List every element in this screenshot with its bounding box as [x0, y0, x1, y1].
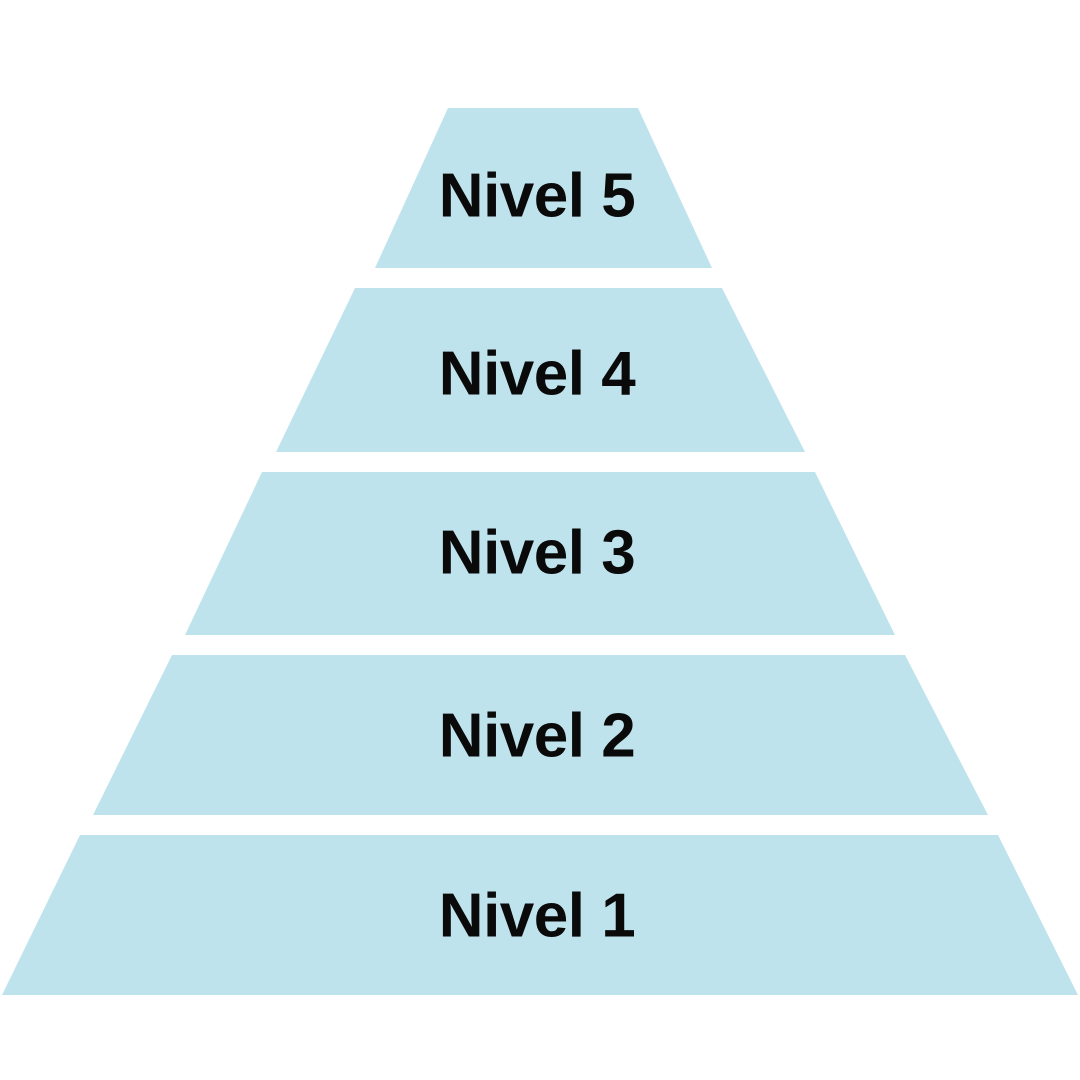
pyramid-tier-2[interactable]: Nivel 2: [93, 655, 988, 815]
tier-5-shape[interactable]: [375, 108, 712, 268]
pyramid-tier-1[interactable]: Nivel 1: [2, 835, 1078, 995]
pyramid-tier-4[interactable]: Nivel 4: [276, 288, 805, 452]
tier-3-shape[interactable]: [185, 472, 895, 635]
tier-2-label: Nivel 2: [439, 701, 635, 770]
tier-2-shape[interactable]: [93, 655, 988, 815]
tier-4-label: Nivel 4: [439, 339, 636, 408]
pyramid-tier-5[interactable]: Nivel 5: [375, 108, 712, 268]
tier-1-label: Nivel 1: [439, 881, 635, 950]
tier-1-shape[interactable]: [2, 835, 1078, 995]
pyramid-tier-3[interactable]: Nivel 3: [185, 472, 895, 635]
tier-3-label: Nivel 3: [439, 518, 635, 587]
tier-5-label: Nivel 5: [439, 161, 635, 230]
tier-4-shape[interactable]: [276, 288, 805, 452]
